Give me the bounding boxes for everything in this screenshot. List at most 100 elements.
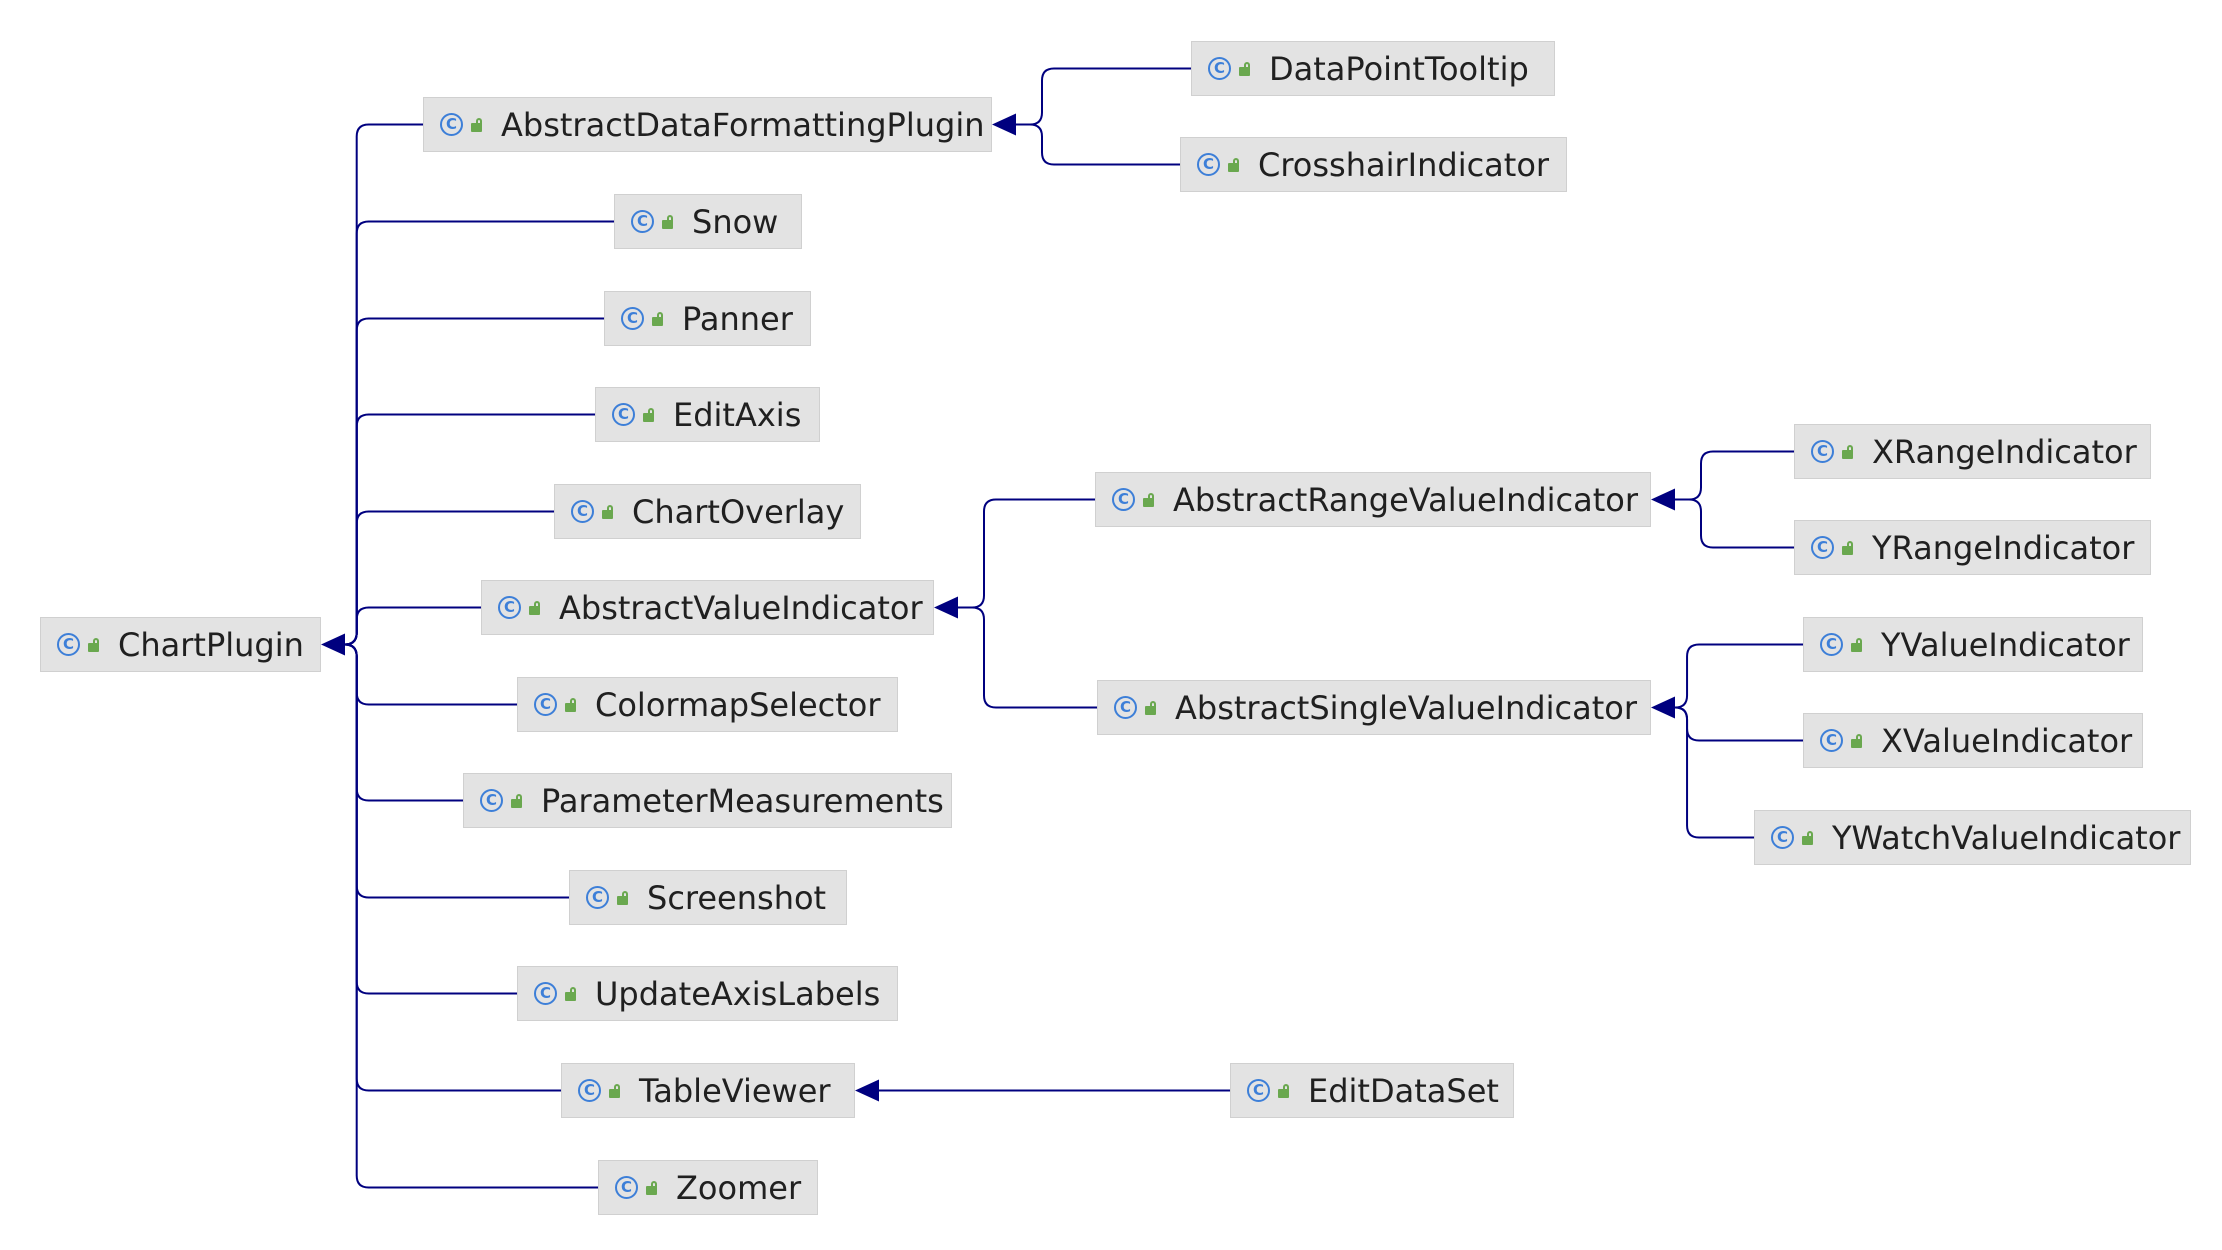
class-name-label: XValueIndicator: [1881, 721, 2133, 760]
public-lock-icon: [565, 986, 579, 1001]
class-node-colormapselector[interactable]: C ColormapSelector: [517, 677, 898, 732]
class-node-updateaxislabels[interactable]: C UpdateAxisLabels: [517, 966, 898, 1021]
inheritance-arrowhead: [1651, 696, 1675, 719]
class-node-zoomer[interactable]: C Zoomer: [598, 1160, 818, 1215]
inheritance-edge: [1014, 67, 1191, 126]
class-name-label: YValueIndicator: [1881, 625, 2130, 664]
class-node-abstractdataformattingplugin[interactable]: C AbstractDataFormattingPlugin: [423, 97, 992, 152]
public-lock-icon: [652, 311, 666, 326]
inheritance-edge: [343, 643, 463, 802]
class-node-yvalueindicator[interactable]: C YValueIndicator: [1803, 617, 2143, 672]
public-lock-icon: [471, 117, 485, 132]
inheritance-edge: [343, 123, 423, 646]
class-node-abstractvalueindicator[interactable]: C AbstractValueIndicator: [481, 580, 934, 635]
class-name-label: EditAxis: [673, 395, 802, 434]
class-name-label: EditDataSet: [1308, 1071, 1499, 1110]
class-node-chartoverlay[interactable]: C ChartOverlay: [554, 484, 861, 539]
class-c-icon: C: [440, 113, 463, 136]
class-c-icon: C: [612, 403, 635, 426]
class-name-label: AbstractSingleValueIndicator: [1175, 688, 1637, 727]
inheritance-arrowhead: [992, 113, 1016, 136]
class-c-icon: C: [1771, 826, 1794, 849]
inheritance-edge: [1673, 643, 1803, 709]
class-node-snow[interactable]: C Snow: [614, 194, 802, 249]
class-c-icon: C: [534, 982, 557, 1005]
class-name-label: TableViewer: [639, 1071, 831, 1110]
class-name-label: YRangeIndicator: [1872, 528, 2135, 567]
inheritance-edge: [956, 498, 1095, 609]
public-lock-icon: [1851, 637, 1865, 652]
inheritance-arrowhead: [934, 596, 958, 619]
class-c-icon: C: [586, 886, 609, 909]
class-name-label: ColormapSelector: [595, 685, 881, 724]
class-c-icon: C: [57, 633, 80, 656]
class-c-icon: C: [1820, 633, 1843, 656]
public-lock-icon: [646, 1180, 660, 1195]
inheritance-edge: [343, 643, 598, 1189]
inheritance-edge: [1673, 450, 1794, 501]
class-name-label: ParameterMeasurements: [541, 781, 944, 820]
public-lock-icon: [617, 890, 631, 905]
public-lock-icon: [1239, 61, 1253, 76]
public-lock-icon: [88, 637, 102, 652]
class-node-editaxis[interactable]: C EditAxis: [595, 387, 820, 442]
class-c-icon: C: [578, 1079, 601, 1102]
class-c-icon: C: [498, 596, 521, 619]
public-lock-icon: [643, 407, 657, 422]
class-name-label: Snow: [692, 202, 779, 241]
class-name-label: AbstractDataFormattingPlugin: [501, 105, 985, 144]
class-name-label: ChartOverlay: [632, 492, 845, 531]
class-node-editdataset[interactable]: C EditDataSet: [1230, 1063, 1514, 1118]
class-c-icon: C: [480, 789, 503, 812]
public-lock-icon: [1143, 492, 1157, 507]
public-lock-icon: [1842, 444, 1856, 459]
class-c-icon: C: [631, 210, 654, 233]
inheritance-arrowhead: [321, 633, 345, 656]
class-name-label: XRangeIndicator: [1872, 432, 2137, 471]
public-lock-icon: [662, 214, 676, 229]
class-node-ywatchvalueindicator[interactable]: C YWatchValueIndicator: [1754, 810, 2191, 865]
public-lock-icon: [1842, 540, 1856, 555]
class-name-label: AbstractValueIndicator: [559, 588, 923, 627]
public-lock-icon: [529, 600, 543, 615]
class-c-icon: C: [1247, 1079, 1270, 1102]
public-lock-icon: [609, 1083, 623, 1098]
class-node-xvalueindicator[interactable]: C XValueIndicator: [1803, 713, 2143, 768]
inheritance-edge: [1673, 498, 1794, 549]
class-c-icon: C: [534, 693, 557, 716]
class-c-icon: C: [1112, 488, 1135, 511]
public-lock-icon: [1228, 157, 1242, 172]
class-node-parametermeasurements[interactable]: C ParameterMeasurements: [463, 773, 952, 828]
class-c-icon: C: [1820, 729, 1843, 752]
class-c-icon: C: [571, 500, 594, 523]
class-name-label: UpdateAxisLabels: [595, 974, 881, 1013]
inheritance-edge: [343, 606, 481, 646]
public-lock-icon: [1851, 733, 1865, 748]
class-name-label: Panner: [682, 299, 793, 338]
class-name-label: YWatchValueIndicator: [1832, 818, 2181, 857]
inheritance-edge: [1673, 706, 1754, 839]
public-lock-icon: [602, 504, 616, 519]
public-lock-icon: [1145, 700, 1159, 715]
inheritance-edge: [1014, 123, 1180, 166]
class-c-icon: C: [615, 1176, 638, 1199]
public-lock-icon: [511, 793, 525, 808]
class-name-label: CrosshairIndicator: [1258, 145, 1550, 184]
class-name-label: Zoomer: [676, 1168, 802, 1207]
class-node-tableviewer[interactable]: C TableViewer: [561, 1063, 855, 1118]
class-c-icon: C: [1114, 696, 1137, 719]
class-node-abstractsinglevalueindicator[interactable]: C AbstractSingleValueIndicator: [1097, 680, 1651, 735]
inheritance-edge: [343, 643, 517, 706]
inheritance-arrowhead: [855, 1079, 879, 1102]
public-lock-icon: [1278, 1083, 1292, 1098]
public-lock-icon: [565, 697, 579, 712]
